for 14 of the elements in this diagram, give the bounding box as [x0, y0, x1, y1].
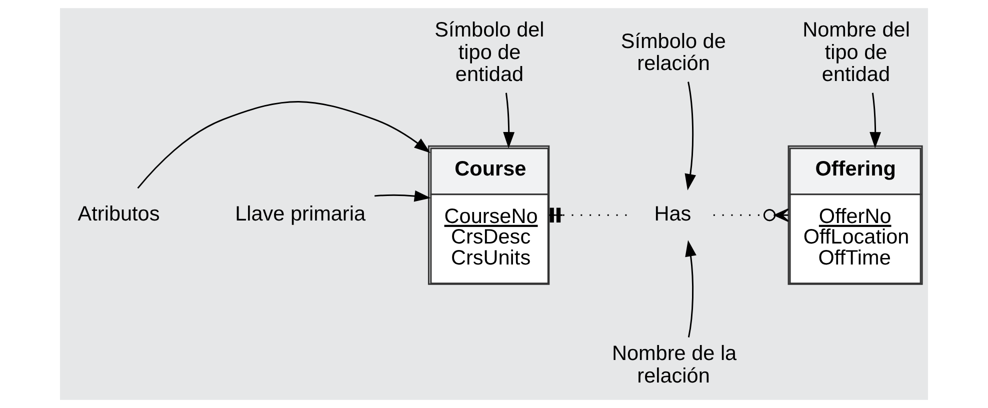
- arrow: [685, 240, 696, 338]
- node-text: Llave primaria: [235, 202, 366, 226]
- node-text: Atributos: [78, 202, 160, 226]
- arrow: [503, 92, 515, 148]
- node-text: Has: [654, 202, 692, 226]
- arrow: [137, 101, 430, 189]
- arrow: [870, 92, 882, 148]
- node-text: Nombre de la relación: [612, 342, 737, 388]
- connector: [713, 208, 789, 222]
- arrow: [684, 82, 696, 190]
- node-text: Símbolo del tipo de entidad: [434, 18, 544, 86]
- node-text: Nombre del tipo de entidad: [802, 18, 910, 86]
- arrow: [374, 190, 431, 202]
- node-text: Símbolo de relación: [620, 30, 726, 76]
